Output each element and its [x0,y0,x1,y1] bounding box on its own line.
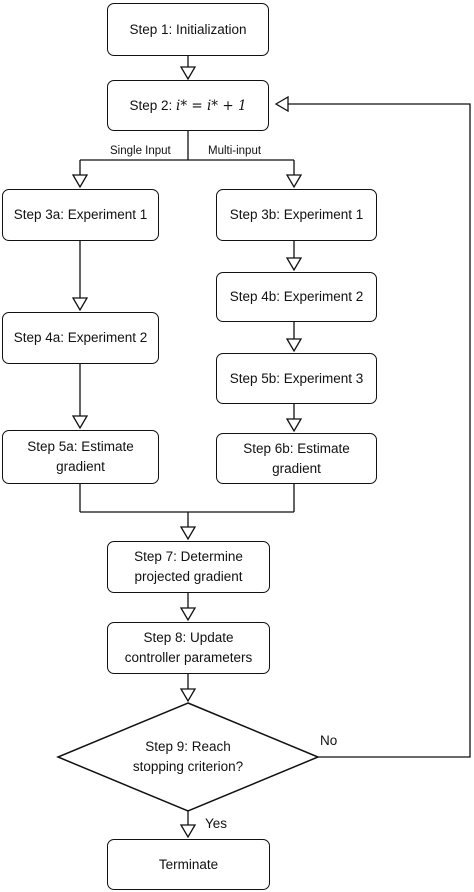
node-step8: Step 8: Update controller parameters [107,622,270,674]
step2-formula: i* = i* + 1 [176,97,247,114]
node-step7-label: Step 7: Determine projected gradient [134,549,243,584]
node-step3b: Step 3b: Experiment 1 [216,189,377,241]
label-multi-input: Multi-input [208,145,262,157]
node-step4a: Step 4a: Experiment 2 [2,312,159,364]
node-step1-label: Step 1: Initialization [129,21,247,37]
label-yes: Yes [205,816,228,831]
node-step5a: Step 5a: Estimate gradient [2,430,159,484]
node-step9-label: Step 9: Reach stopping criterion? [132,739,244,774]
node-step7: Step 7: Determine projected gradient [107,541,270,593]
node-step6b: Step 6b: Estimate gradient [216,433,377,484]
node-terminate-label: Terminate [158,856,219,872]
node-step4a-label: Step 4a: Experiment 2 [13,330,148,345]
node-step8-label: Step 8: Update controller parameters [124,630,253,665]
node-step4b-label: Step 4b: Experiment 2 [229,289,364,304]
node-step3a-label: Step 3a: Experiment 1 [13,207,148,222]
label-single-input: Single Input [110,145,171,157]
node-step2-label: Step 2: i* = i* + 1 [129,96,246,116]
step2-prefix: Step 2: [129,97,177,113]
node-terminate: Terminate [107,839,270,890]
node-step1: Step 1: Initialization [107,3,269,56]
node-step2: Step 2: i* = i* + 1 [107,80,269,131]
label-no: No [320,733,338,748]
node-step5b: Step 5b: Experiment 3 [216,353,377,404]
edge-no-loop [288,103,471,758]
node-step5a-label: Step 5a: Estimate gradient [27,439,134,474]
node-step3a: Step 3a: Experiment 1 [2,189,159,241]
node-step3b-label: Step 3b: Experiment 1 [229,207,364,222]
node-step6b-label: Step 6b: Estimate gradient [243,440,350,476]
node-step5b-label: Step 5b: Experiment 3 [229,370,364,386]
node-step4b: Step 4b: Experiment 2 [216,272,377,322]
